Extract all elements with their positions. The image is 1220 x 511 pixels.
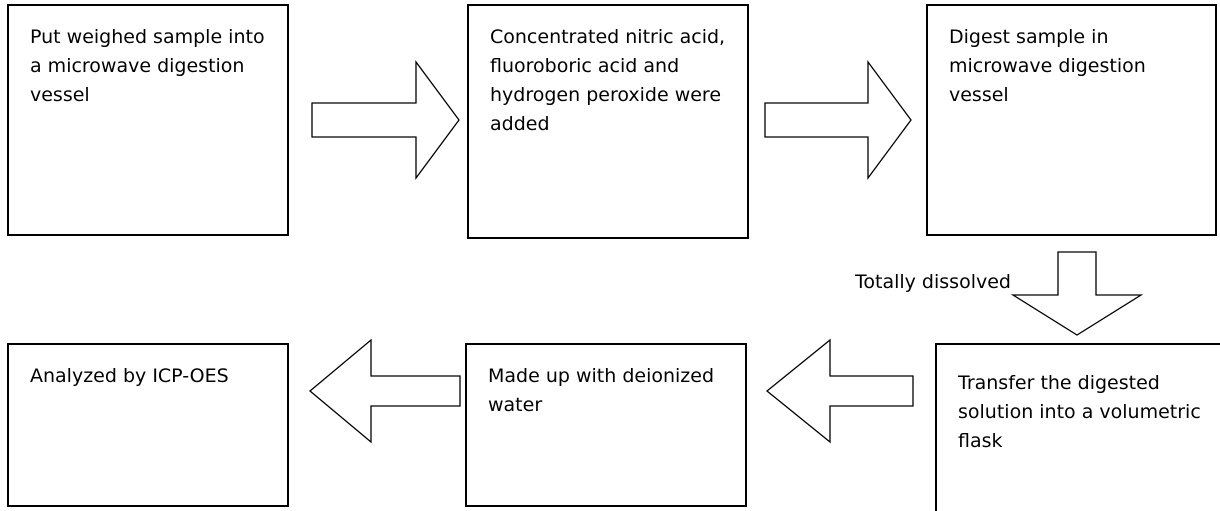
step-box-5: Made up with deionized water [465, 343, 747, 507]
arrow-down-1 [1010, 251, 1144, 336]
step-box-3: Digest sample in microwave digestion ves… [926, 4, 1217, 236]
step-text-2: Concentrated nitric acid, fluoroboric ac… [490, 26, 726, 135]
step-text-3: Digest sample in microwave digestion ves… [949, 26, 1146, 106]
step-box-1: Put weighed sample into a microwave dige… [7, 4, 289, 236]
step-box-6: Analyzed by ICP-OES [7, 343, 289, 507]
arrow-left-1 [765, 338, 914, 444]
edge-label-totally-dissolved: Totally dissolved [855, 271, 1011, 293]
step-text-1: Put weighed sample into a microwave dige… [30, 26, 265, 106]
arrow-right-2 [764, 60, 912, 180]
arrow-left-2 [308, 338, 461, 444]
step-text-6: Analyzed by ICP-OES [30, 365, 229, 387]
step-box-2: Concentrated nitric acid, fluoroboric ac… [467, 4, 749, 239]
arrow-right-1 [311, 60, 460, 180]
step-box-4: Transfer the digested solution into a vo… [935, 343, 1220, 511]
step-text-4: Transfer the digested solution into a vo… [958, 372, 1201, 452]
step-text-5: Made up with deionized water [488, 365, 715, 416]
